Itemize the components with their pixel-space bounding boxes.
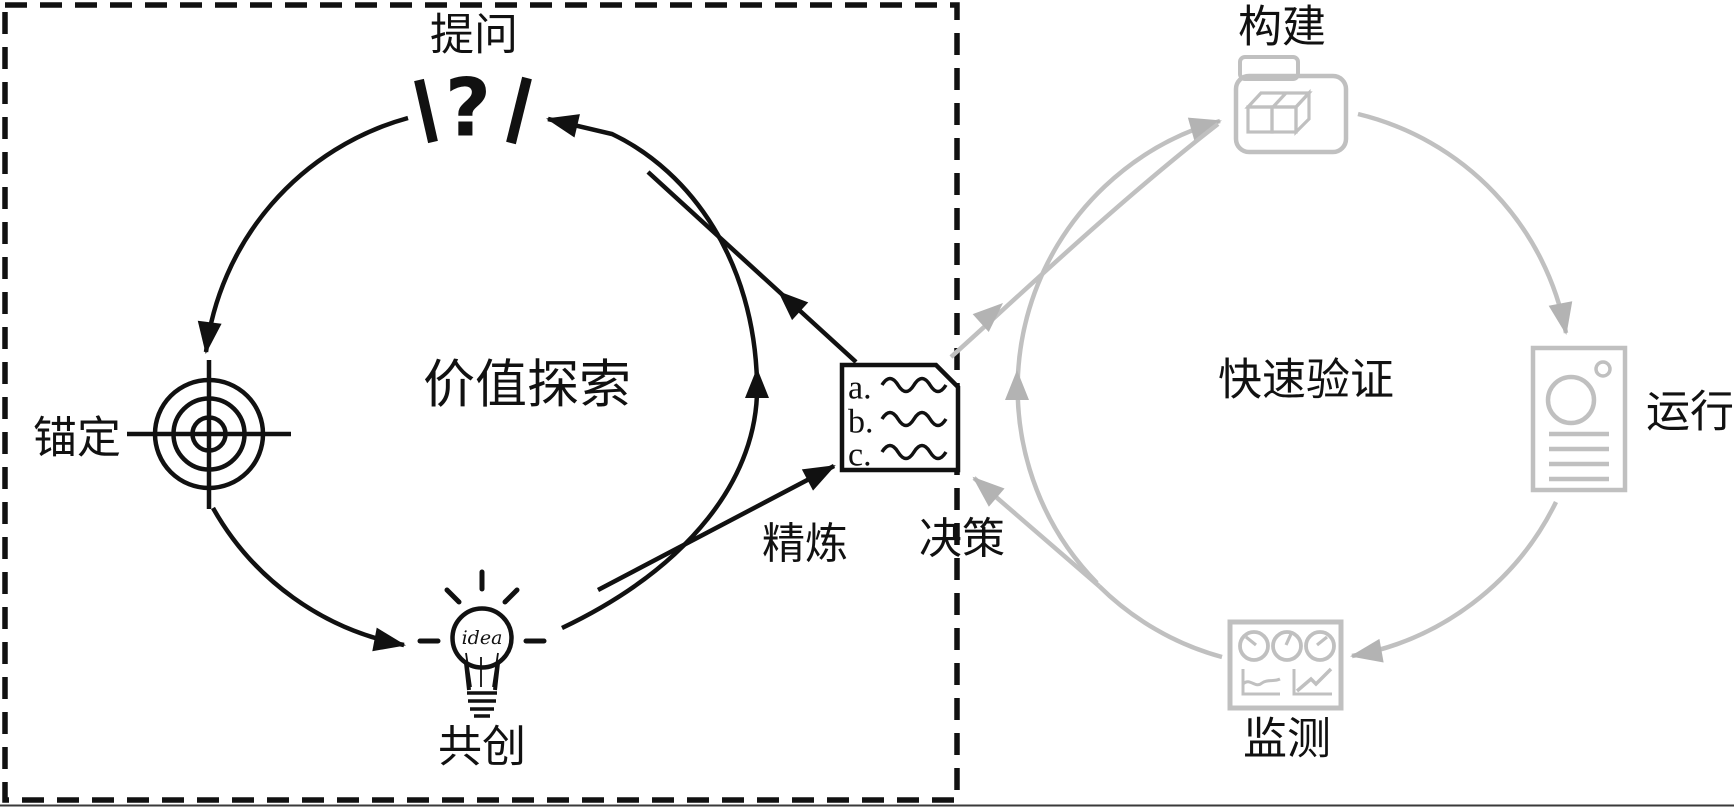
label-cocreate: 共创 [438,723,526,772]
up-arrowhead-icon [745,368,769,398]
value-exploration-cycle [197,114,858,652]
label-monitor: 监测 [1243,715,1331,764]
list-item-b: b. [848,404,874,441]
label-build: 构建 [1238,3,1326,52]
package-cubes [1244,88,1313,136]
refine-arrow [596,464,836,592]
label-ask: 提问 [430,11,518,60]
list-item-c: c. [848,437,872,474]
arc-anchor-to-cocreate [211,506,406,652]
monitor-icon [1227,619,1344,711]
arc-monitor-to-left [1097,584,1223,660]
line-monitor-to-decision [972,476,1101,588]
question-icon: ? [414,62,532,155]
line-decision-to-ask [646,170,858,364]
arc-run-to-monitor [1350,501,1559,663]
rapid-validation-cycle [949,111,1573,663]
decision-box-icon: a. b. c. [839,362,961,474]
target-icon [127,360,291,509]
label-run: 运行 [1646,388,1734,437]
label-anchor: 锚定 [33,414,121,463]
arc-build-to-run [1357,111,1573,335]
gray-upright-arrowhead-icon [972,303,1003,332]
label-refine: 精炼 [762,522,848,569]
idea-word: idea [462,627,503,649]
line-decision-to-build [949,122,1220,359]
label-decision: 决策 [919,517,1005,564]
build-icon [1233,55,1349,155]
gray-up-arrowhead-icon [1005,370,1029,400]
upleft-arrowhead-icon [778,291,809,321]
arc-ask-to-anchor [197,115,409,354]
arc-left-to-build [1015,117,1222,585]
squiggle-lines [880,376,948,461]
left-cycle-title: 价值探索 [423,358,631,415]
run-icon [1530,345,1628,493]
list-item-a: a. [848,370,872,407]
lightbulb-icon: idea [417,569,547,718]
svg-text:?: ? [445,62,491,155]
right-cycle-title: 快速验证 [1218,356,1394,405]
lightbulb-rays [417,569,547,644]
